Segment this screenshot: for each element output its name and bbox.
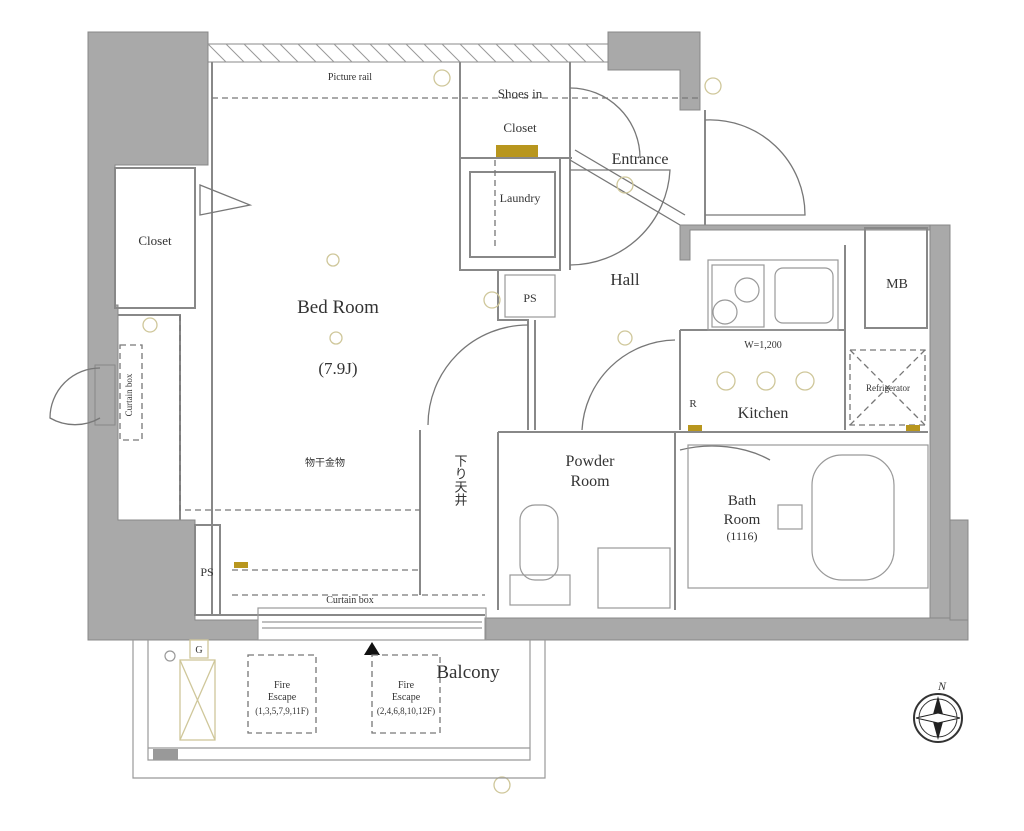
bed-room-size: (7.9J) — [318, 359, 357, 378]
bed-room-label: Bed Room — [297, 297, 379, 318]
powder-room-label-2: Room — [570, 473, 610, 490]
refrigerator-label: Refrigerator — [866, 383, 910, 393]
fire-escape-b-2: Escape — [392, 692, 421, 703]
fire-escape-b-floors: (2,4,6,8,10,12F) — [377, 706, 435, 716]
doors — [49, 87, 806, 461]
ps-bed-label: PS — [200, 565, 213, 579]
outlet-markers — [142, 69, 920, 794]
fridge-outlet-r: R — [689, 398, 697, 410]
fire-escape-b: Fire — [398, 680, 415, 691]
laundry-label: Laundry — [500, 191, 541, 205]
compass-north-label: N — [937, 679, 947, 693]
entrance-label: Entrance — [612, 151, 669, 168]
balcony-window — [257, 607, 487, 655]
drying-hardware-label: 物干金物 — [305, 456, 345, 469]
curtain-box-bottom-label: Curtain box — [326, 595, 374, 606]
curtain-box-side-label: Curtain box — [124, 373, 134, 416]
shoes-closet-label: Shoes in — [498, 86, 543, 101]
balcony — [132, 639, 546, 779]
room-labels: Picture rail Shoes in Closet Entrance La… — [124, 72, 947, 716]
entry-arrow-icon — [364, 642, 380, 655]
kitchen-label: Kitchen — [738, 405, 789, 422]
picture-rail-label: Picture rail — [328, 72, 372, 83]
bath-room-label-2: Room — [724, 512, 761, 528]
fire-escape-a-floors: (1,3,5,7,9,11F) — [255, 706, 308, 716]
fire-escape-a-2: Escape — [268, 692, 297, 703]
closet-label: Closet — [138, 233, 172, 248]
hall-label: Hall — [610, 270, 640, 289]
kitchen-fixtures — [707, 259, 926, 426]
bath-fixtures — [509, 444, 929, 609]
compass-icon — [913, 693, 963, 743]
gas-meter-label: G — [195, 645, 202, 656]
balcony-label: Balcony — [436, 662, 500, 683]
top-wall-hatch — [207, 43, 609, 63]
fire-escape-a: Fire — [274, 680, 291, 691]
bath-room-label: Bath — [728, 493, 757, 509]
powder-room-label: Powder — [566, 453, 616, 470]
lowered-ceiling-label: 下り天井 — [453, 454, 468, 507]
walls — [87, 31, 969, 641]
mb-label: MB — [886, 277, 908, 292]
interior-walls — [114, 62, 928, 616]
ps-hall-label: PS — [523, 291, 536, 305]
kitchen-width-label: W=1,200 — [744, 340, 782, 351]
bath-room-size: (1116) — [726, 529, 757, 543]
shoes-closet-label-2: Closet — [503, 120, 537, 135]
